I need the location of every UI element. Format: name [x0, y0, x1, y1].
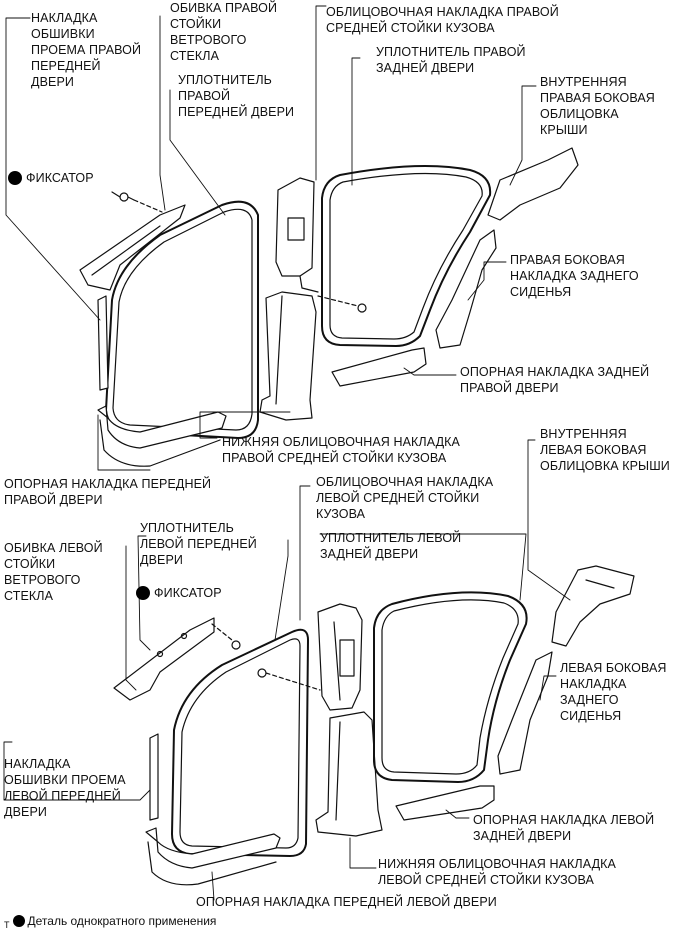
label-l-rear-seat-side: ЛЕВАЯ БОКОВАЯ НАКЛАДКА ЗАДНЕГО СИДЕНЬЯ: [560, 661, 667, 723]
r-front-scuff-plate: [97, 405, 227, 467]
r-center-pillar-lower-trim: [259, 291, 367, 421]
leader-lines-top: [5, 5, 537, 471]
r-opening-trim-strip: [97, 295, 109, 391]
l-center-pillar-lower-trim: [315, 711, 383, 837]
r-rear-door-seal: [321, 165, 492, 347]
label-l-windshield-pillar: ОБИВКА ЛЕВОЙ СТОЙКИ ВЕТРОВОГО СТЕКЛА: [4, 541, 103, 603]
label-l-rear-scuff: ОПОРНАЯ НАКЛАДКА ЛЕВОЙ ЗАДНЕЙ ДВЕРИ: [473, 813, 655, 843]
label-r-rear-seat-side: ПРАВАЯ БОКОВАЯ НАКЛАДКА ЗАДНЕГО СИДЕНЬЯ: [510, 253, 639, 299]
l-rear-scuff-plate: [395, 785, 495, 821]
clip-bottom-text: ФИКСАТОР: [154, 586, 222, 600]
r-center-pillar-upper-trim: [275, 177, 319, 293]
clip-top-text: ФИКСАТОР: [26, 171, 94, 185]
label-r-windshield-pillar: ОБИВКА ПРАВОЙ СТОЙКИ ВЕТРОВОГО СТЕКЛА: [170, 1, 278, 63]
label-r-opening-trim: НАКЛАДКА ОБШИВКИ ПРОЕМА ПРАВОЙ ПЕРЕДНЕЙ …: [31, 11, 142, 89]
footnote-legend: T Деталь однократного применения: [4, 912, 216, 930]
figure-marker: T: [4, 920, 10, 930]
label-l-center-pillar-upper: ОБЛИЦОВОЧНАЯ НАКЛАДКА ЛЕВОЙ СРЕДНЕЙ СТОЙ…: [316, 475, 494, 521]
label-l-opening-trim: НАКЛАДКА ОБШИВКИ ПРОЕМА ЛЕВОЙ ПЕРЕДНЕЙ Д…: [4, 757, 126, 819]
l-roof-side-inner-trim: [551, 565, 635, 647]
label-r-front-scuff: ОПОРНАЯ НАКЛАДКА ПЕРЕДНЕЙ ПРАВОЙ ДВЕРИ: [4, 477, 212, 507]
r-roof-side-inner-trim: [487, 147, 579, 221]
label-clip-top: ФИКСАТОР: [8, 170, 94, 186]
label-r-center-pillar-lower: НИЖНЯЯ ОБЛИЦОВОЧНАЯ НАКЛАДКА ПРАВОЙ СРЕД…: [222, 435, 460, 465]
label-r-roof-side: ВНУТРЕННЯЯ ПРАВАЯ БОКОВАЯ ОБЛИЦОВКА КРЫШ…: [540, 75, 655, 137]
single-use-icon: [136, 586, 150, 600]
l-rear-door-seal: [373, 591, 528, 783]
label-r-front-seal: УПЛОТНИТЕЛЬ ПРАВОЙ ПЕРЕДНЕЙ ДВЕРИ: [178, 73, 295, 119]
l-windshield-pillar-trim: [113, 617, 215, 701]
label-clip-bottom: ФИКСАТОР: [136, 585, 222, 601]
label-l-rear-seal: УПЛОТНИТЕЛЬ ЛЕВОЙ ЗАДНЕЙ ДВЕРИ: [320, 531, 462, 561]
label-l-front-seal: УПЛОТНИТЕЛЬ ЛЕВОЙ ПЕРЕДНЕЙ ДВЕРИ: [140, 521, 257, 567]
r-rear-scuff-plate: [331, 347, 427, 387]
l-center-pillar-upper-trim: [317, 603, 363, 711]
l-opening-trim-strip: [149, 733, 159, 821]
l-rear-seat-side-garnish: [497, 651, 553, 775]
clip-bottom-icon: [211, 623, 321, 691]
single-use-icon: [12, 915, 25, 927]
clip-top-icon: [111, 191, 163, 213]
r-rear-seat-side-garnish: [435, 229, 497, 349]
r-windshield-pillar-trim: [79, 204, 186, 291]
legend-text: Деталь однократного применения: [27, 914, 217, 928]
l-front-door-seal: [171, 628, 309, 857]
single-use-icon: [8, 171, 22, 185]
label-r-rear-scuff: ОПОРНАЯ НАКЛАДКА ЗАДНЕЙ ПРАВОЙ ДВЕРИ: [460, 365, 650, 395]
label-r-center-pillar-upper: ОБЛИЦОВОЧНАЯ НАКЛАДКА ПРАВОЙ СРЕДНЕЙ СТО…: [326, 5, 559, 35]
label-r-rear-seal: УПЛОТНИТЕЛЬ ПРАВОЙ ЗАДНЕЙ ДВЕРИ: [376, 45, 526, 75]
label-l-front-scuff: ОПОРНАЯ НАКЛАДКА ПЕРЕДНЕЙ ЛЕВОЙ ДВЕРИ: [196, 895, 497, 909]
label-l-center-pillar-lower: НИЖНЯЯ ОБЛИЦОВОЧНАЯ НАКЛАДКА ЛЕВОЙ СРЕДН…: [378, 857, 616, 887]
label-l-roof-side: ВНУТРЕННЯЯ ЛЕВАЯ БОКОВАЯ ОБЛИЦОВКА КРЫШИ: [540, 427, 670, 473]
l-front-scuff-plate: [145, 827, 281, 886]
